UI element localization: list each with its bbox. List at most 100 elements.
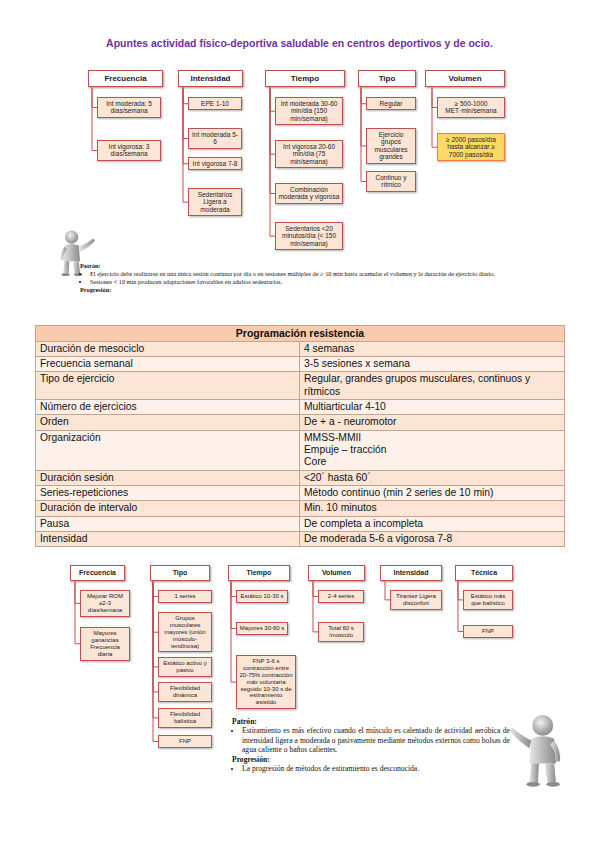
note-heading: Patrón: xyxy=(80,262,101,269)
row-value: 4 semanas xyxy=(304,343,560,355)
table-row: Series-repeticiones Método continuo (min … xyxy=(36,486,565,501)
table-cell: Series-repeticiones xyxy=(36,486,300,501)
row-label: Número de ejercicios xyxy=(40,401,295,413)
row-value: De + a - neuromotor xyxy=(304,416,560,428)
table-cell: Método continuo (min 2 series de 10 min) xyxy=(300,486,565,501)
box-text: FNP xyxy=(466,628,510,635)
row-value: Empuje – tracción xyxy=(304,444,560,456)
box-text: Int moderada: 5 días/semana xyxy=(100,100,158,115)
item-box: Int moderada 30-60 min/día (150 min/sema… xyxy=(275,97,343,125)
table-cell: MMSS-MMIIEmpuje – tracciónCore xyxy=(300,430,565,470)
table-row: Orden De + a - neuromotor xyxy=(36,415,565,430)
box-text: Mayores ganancias Frecuencia diaria xyxy=(83,630,127,658)
category-box: Tiempo xyxy=(265,70,345,87)
table-cell: Número de ejercicios xyxy=(36,399,300,414)
item-box: Estático 10-30 s xyxy=(236,590,288,603)
box-text: Flexibilidad balística xyxy=(161,711,209,725)
row-label: Orden xyxy=(40,416,295,428)
item-box: Ejercicio grupos musculares grandes xyxy=(366,128,416,164)
item-box: Int vigorosa 20-60 min/día (75 min/seman… xyxy=(275,140,343,168)
row-value: Core xyxy=(304,456,560,468)
item-box: Tirantez Ligera disconfort xyxy=(390,590,442,610)
table-row: Intensidad De moderada 5-6 a vigorosa 7-8 xyxy=(36,532,565,547)
box-text: Int vigorosa: 3 días/semana xyxy=(100,143,158,158)
row-value: Regular, grandes grupos musculares, cont… xyxy=(304,373,560,398)
item-box: Sedentarios <20 minutos/día (< 150 min/s… xyxy=(275,222,343,250)
table-cell: Duración sesión xyxy=(36,470,300,485)
table-row: Pausa De completa a incompleta xyxy=(36,516,565,531)
row-label: Duración de mesociclo xyxy=(40,343,295,355)
note-heading: Progresión: xyxy=(232,755,270,764)
box-text: ≥ 500-1000 MET·min/semana xyxy=(440,100,502,115)
note-list: Estiramiento es más efectivo cuando el m… xyxy=(232,726,510,754)
category-box: Frecuencia xyxy=(88,70,163,87)
note-list: La progresión de métodos de estiramiento… xyxy=(232,764,510,773)
row-label: Pausa xyxy=(40,518,295,530)
item-box: EPE 1-10 xyxy=(188,97,242,110)
program-table: Programación resistenciaDuración de meso… xyxy=(35,325,565,547)
category-box: Tipo xyxy=(150,565,210,581)
table-cell: Duración de mesociclo xyxy=(36,341,300,356)
item-box: FNP 3-6 s contracción entre 20-75% contr… xyxy=(236,655,296,709)
item-box: FNP xyxy=(463,625,513,638)
table-cell: Multiarticular 4-10 xyxy=(300,399,565,414)
item-box: Total 60 s /músculo xyxy=(318,622,364,642)
item-box: Grupos musculares mayores (unión músculo… xyxy=(158,612,212,652)
item-box: Mayores 30-60 s xyxy=(236,622,288,635)
table-cell: Tipo de ejercicio xyxy=(36,372,300,400)
table-cell: Duración de intervalo xyxy=(36,501,300,516)
row-value: Multiarticular 4-10 xyxy=(304,401,560,413)
box-text: Ejercicio grupos musculares grandes xyxy=(369,131,413,161)
row-value: 3-5 sesiones x semana xyxy=(304,358,560,370)
table-cell: Regular, grandes grupos musculares, cont… xyxy=(300,372,565,400)
item-box: Estático más que balístico xyxy=(463,590,513,610)
box-text: Frecuencia xyxy=(73,569,122,577)
person-figure xyxy=(509,715,560,787)
row-value: Min. 10 minutos xyxy=(304,502,560,514)
row-label: Tipo de ejercicio xyxy=(40,373,295,385)
box-text: FNP 3-6 s contracción entre 20-75% contr… xyxy=(239,658,293,706)
category-box: Frecuencia xyxy=(70,565,125,581)
item-box: Int vigorosa 7-8 xyxy=(188,157,242,170)
item-box: Sedentarios Ligera a moderada xyxy=(188,188,242,216)
table-cell: De moderada 5-6 a vigorosa 7-8 xyxy=(300,532,565,547)
row-value: De completa a incompleta xyxy=(304,518,560,530)
table-cell: Frecuencia semanal xyxy=(36,356,300,371)
category-box: Tiempo xyxy=(228,565,290,581)
box-text: Int vigorosa 20-60 min/día (75 min/seman… xyxy=(278,143,340,165)
note-text: Sesiones < 10 min producen adaptaciones … xyxy=(90,278,575,286)
item-box: FNP xyxy=(158,735,212,748)
row-label: Intensidad xyxy=(40,533,295,545)
item-box: Flexibilidad balística xyxy=(158,708,212,728)
row-label: Duración sesión xyxy=(40,472,295,484)
box-text: Tiempo xyxy=(268,74,342,83)
row-value: MMSS-MMII xyxy=(304,432,560,444)
row-label: Series-repeticiones xyxy=(40,487,295,499)
notes-block: Patrón:Estiramiento es más efectivo cuan… xyxy=(232,717,510,774)
box-text: Estático 10-30 s xyxy=(239,593,285,600)
box-text: Regular xyxy=(369,100,413,107)
table-cell: <20´ hasta 60´ xyxy=(300,470,565,485)
row-value: Método continuo (min 2 series de 10 min) xyxy=(304,487,560,499)
box-text: Int moderada 30-60 min/día (150 min/sema… xyxy=(278,100,340,122)
note-list: El ejercicio debe realizarse en una únic… xyxy=(80,270,575,286)
table-cell: Pausa xyxy=(36,516,300,531)
item-box: Combinación moderada y vigorosa xyxy=(275,183,343,204)
row-value: <20´ hasta 60´ xyxy=(304,472,560,484)
box-text: 2-4 series xyxy=(321,593,361,600)
category-box: Técnica xyxy=(455,565,513,581)
category-box: Intensidad xyxy=(380,565,442,581)
table-cell: Min. 10 minutos xyxy=(300,501,565,516)
note-text: El ejercicio debe realizarse en una únic… xyxy=(90,270,575,278)
box-text: Tipo xyxy=(153,569,207,577)
table-row: Duración de intervalo Min. 10 minutos xyxy=(36,501,565,516)
box-text: Volumen xyxy=(311,569,362,577)
box-text: Tipo xyxy=(361,74,413,83)
box-text: Mejorar ROM ≥2-3 días/semana xyxy=(83,593,127,614)
box-text: Estático más que balístico xyxy=(466,593,510,607)
table-row: Frecuencia semanal 3-5 sesiones x semana xyxy=(36,356,565,371)
row-value: De moderada 5-6 a vigorosa 7-8 xyxy=(304,533,560,545)
box-text: Tiempo xyxy=(231,569,287,577)
item-box: ≥ 2000 pasos/día hasta alcanzar ≥ 7000 p… xyxy=(437,133,505,161)
table-row: OrganizaciónMMSS-MMIIEmpuje – tracciónCo… xyxy=(36,430,565,470)
